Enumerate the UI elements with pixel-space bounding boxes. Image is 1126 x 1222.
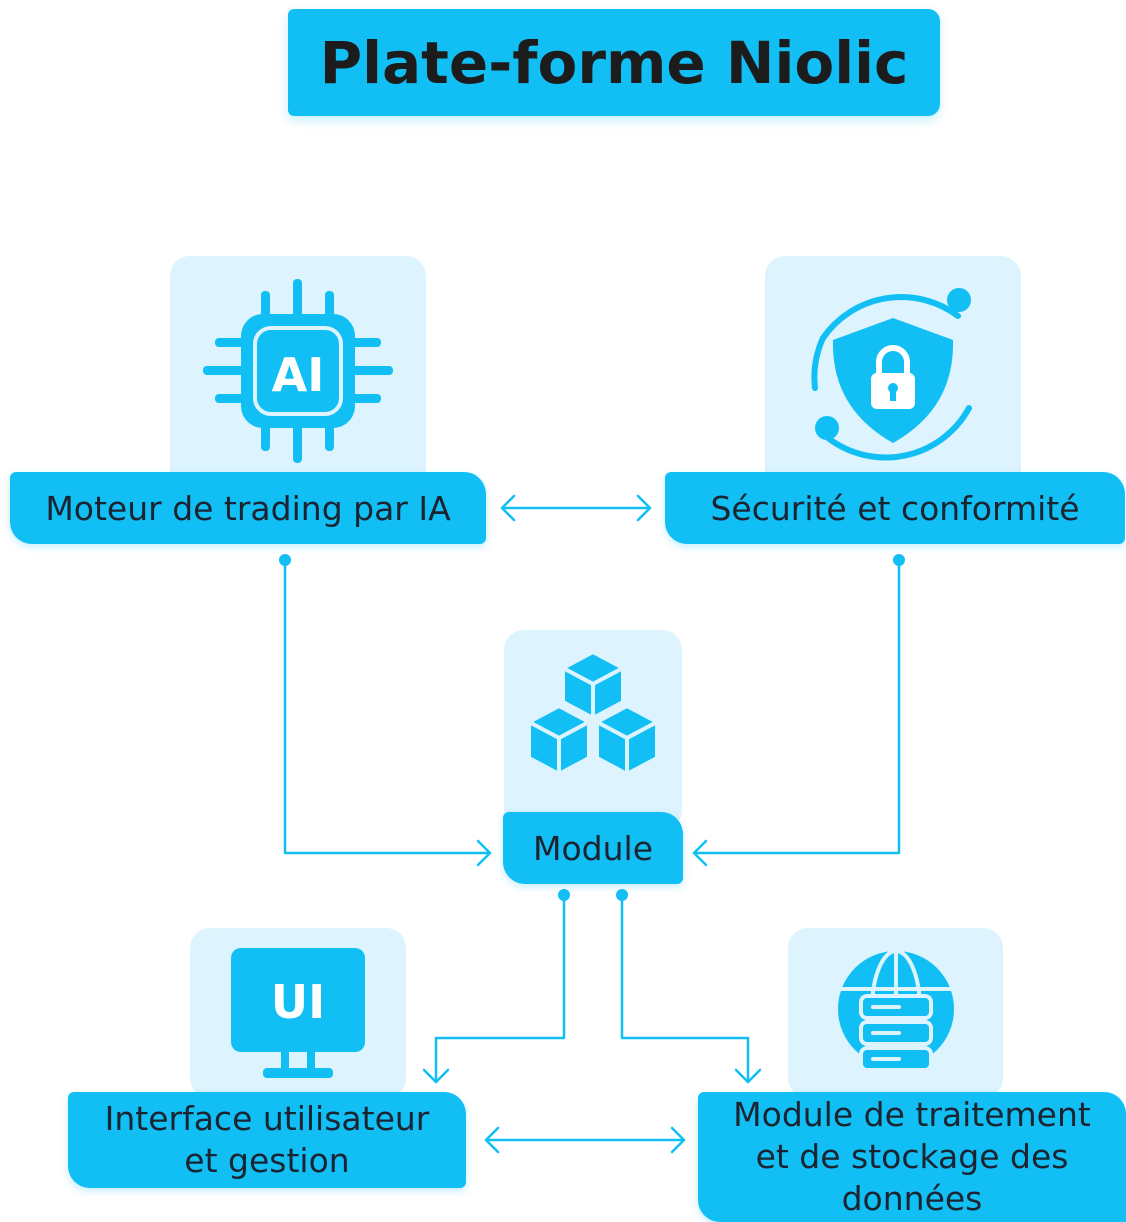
svg-text:AI: AI: [272, 348, 325, 402]
cubes-icon: [527, 650, 659, 776]
arrowhead-ui-left: [484, 1126, 500, 1154]
arrowhead-left: [500, 494, 516, 522]
arrowhead-module-right: [692, 839, 708, 867]
data-label: Module de traitement et de stockage des …: [698, 1092, 1126, 1222]
diagram-title: Plate-forme Niolic: [319, 28, 909, 97]
data-icon-card: [788, 928, 1003, 1098]
ai-engine-label: Moteur de trading par IA: [10, 472, 486, 544]
connector-security-module: [692, 558, 901, 855]
arrowhead-ui: [422, 1068, 450, 1084]
ui-label-line2: et gestion: [184, 1141, 350, 1180]
ui-label: Interface utilisateur et gestion: [68, 1092, 466, 1188]
module-label: Module: [503, 812, 683, 884]
arrowhead-data-right: [670, 1126, 686, 1154]
connector-dot: [279, 554, 291, 566]
module-label-text: Module: [533, 828, 653, 868]
ai-engine-icon-card: AI: [170, 256, 426, 496]
data-label-line1: Module de traitement: [733, 1095, 1091, 1134]
ai-engine-label-text: Moteur de trading par IA: [45, 488, 451, 528]
ui-label-line1: Interface utilisateur: [104, 1099, 430, 1138]
ui-monitor-icon: UI: [231, 948, 365, 1078]
arrowhead-module-left: [476, 839, 492, 867]
diagram-title-box: Plate-forme Niolic: [288, 9, 940, 116]
security-label: Sécurité et conformité: [665, 472, 1125, 544]
data-label-line2: et de stockage des: [755, 1137, 1069, 1176]
security-label-text: Sécurité et conformité: [710, 488, 1080, 528]
connector-module-data: [620, 893, 750, 1084]
arrowhead-data: [734, 1068, 762, 1084]
ui-icon-text: UI: [271, 975, 325, 1029]
ui-icon-card: UI: [190, 928, 406, 1098]
connector-dot: [558, 889, 570, 901]
connector-dot: [616, 889, 628, 901]
connector-module-ui: [434, 893, 566, 1084]
arrowhead-right: [636, 494, 652, 522]
connector-ai-module: [283, 558, 492, 855]
shield-lock-icon: [811, 288, 972, 461]
globe-server-icon: [837, 949, 954, 1072]
module-icon-card: [504, 630, 682, 830]
data-label-line3: données: [841, 1179, 983, 1218]
connector-dot: [893, 554, 905, 566]
ai-chip-icon: AI: [203, 279, 393, 463]
security-icon-card: [765, 256, 1021, 496]
